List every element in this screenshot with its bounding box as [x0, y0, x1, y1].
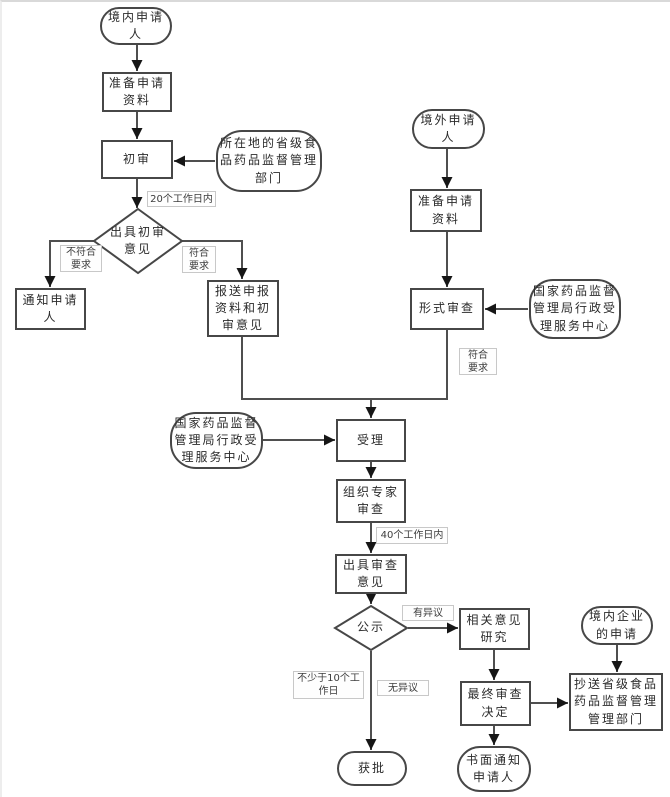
edge-label-within-20-days: 20个工作日内	[147, 191, 216, 207]
node-formal-review-label: 形式审查	[418, 301, 475, 316]
edge-label-within-20-days-text: 20个工作日内	[150, 193, 213, 205]
node-domestic-enterprise-label: 境内企业的申请	[588, 609, 645, 641]
arrow-opinion-to-notify	[44, 240, 94, 287]
node-provincial-dept-label: 所在地的省级食品药品监督管理部门	[219, 136, 318, 185]
edge-label-objection-text: 有异议	[413, 607, 443, 619]
node-submit-materials-label: 报送申报资料和初审意见	[214, 283, 271, 333]
edge-label-not-meet: 不符合要求	[60, 245, 102, 272]
node-provincial-dept: 所在地的省级食品药品监督管理部门	[216, 130, 322, 192]
node-relevant-opinion-research: 相关意见研究	[459, 608, 530, 650]
node-nmpa-center-left-label: 国家药品监督管理局行政受理服务中心	[174, 415, 259, 465]
node-notify-applicant-label: 通知申请人	[22, 292, 79, 324]
node-copy-provincial: 抄送省级食品药品监督管理管理部门	[569, 673, 663, 731]
node-approved-label: 获批	[357, 760, 386, 775]
edge-label-no-less-than-10-text: 不少于10个工作日	[297, 673, 360, 697]
node-formal-review: 形式审查	[410, 288, 484, 330]
diamond-publicity-shape	[333, 604, 409, 652]
node-prepare-materials-right-label: 准备申请资料	[417, 194, 474, 226]
node-initial-review: 初审	[101, 140, 173, 179]
edge-label-not-meet-text: 不符合要求	[66, 246, 96, 271]
edge-label-meet-bottom: 符合要求	[459, 348, 497, 375]
node-organize-expert-review: 组织专家审查	[336, 479, 406, 523]
edge-label-no-less-than-10: 不少于10个工作日	[293, 671, 364, 699]
node-prepare-materials-left-label: 准备申请资料	[108, 75, 165, 107]
edge-label-no-objection-text: 无异议	[388, 682, 418, 694]
node-publicity-label: 公示	[356, 620, 385, 635]
node-initial-review-label: 初审	[122, 151, 151, 166]
node-written-notice-label: 书面通知申请人	[465, 752, 522, 784]
edge-label-objection: 有异议	[402, 605, 454, 621]
node-foreign-applicant-label: 境外申请人	[420, 112, 477, 144]
edge-label-meet-bottom-text: 符合要求	[468, 349, 488, 374]
node-prepare-materials-right: 准备申请资料	[410, 189, 482, 232]
node-publicity: 公示	[336, 613, 406, 643]
node-final-review-decision: 最终审查决定	[460, 681, 531, 726]
node-written-notice: 书面通知申请人	[457, 746, 531, 792]
node-prepare-materials-left: 准备申请资料	[102, 72, 172, 112]
edge-label-meet-right: 符合要求	[182, 246, 216, 273]
edge-label-meet-right-text: 符合要求	[189, 247, 209, 272]
node-domestic-applicant: 境内申请人	[100, 7, 172, 45]
diamond-initial-opinion-shape	[92, 207, 184, 275]
arrow-opinion-to-submit	[182, 240, 248, 279]
node-relevant-opinion-research-label: 相关意见研究	[466, 612, 523, 644]
edge-label-no-objection: 无异议	[377, 680, 429, 696]
node-approved: 获批	[337, 751, 407, 786]
node-final-review-decision-label: 最终审查决定	[467, 687, 524, 719]
node-nmpa-center-right-label: 国家药品监督管理局行政受理服务中心	[532, 284, 617, 333]
node-organize-expert-review-label: 组织专家审查	[342, 484, 399, 516]
node-initial-opinion-label: 出具初审意见	[109, 224, 166, 256]
node-notify-applicant: 通知申请人	[15, 288, 86, 330]
node-copy-provincial-label: 抄送省级食品药品监督管理管理部门	[573, 677, 658, 726]
node-nmpa-center-right: 国家药品监督管理局行政受理服务中心	[529, 279, 621, 339]
node-foreign-applicant: 境外申请人	[412, 109, 485, 149]
node-domestic-enterprise: 境内企业的申请	[581, 606, 653, 645]
node-issue-review-opinion: 出具审查意见	[335, 554, 407, 594]
node-accept-label: 受理	[356, 432, 385, 447]
node-nmpa-center-left: 国家药品监督管理局行政受理服务中心	[170, 412, 263, 469]
node-domestic-applicant-label: 境内申请人	[107, 9, 164, 41]
edge-label-within-40-days: 40个工作日内	[376, 527, 448, 544]
node-accept: 受理	[336, 419, 406, 462]
connector-merge-to-accept	[241, 330, 448, 400]
edge-label-within-40-days-text: 40个工作日内	[380, 530, 444, 541]
node-issue-review-opinion-label: 出具审查意见	[342, 557, 399, 589]
node-initial-opinion: 出具初审意见	[96, 214, 180, 268]
node-submit-materials: 报送申报资料和初审意见	[207, 280, 279, 337]
